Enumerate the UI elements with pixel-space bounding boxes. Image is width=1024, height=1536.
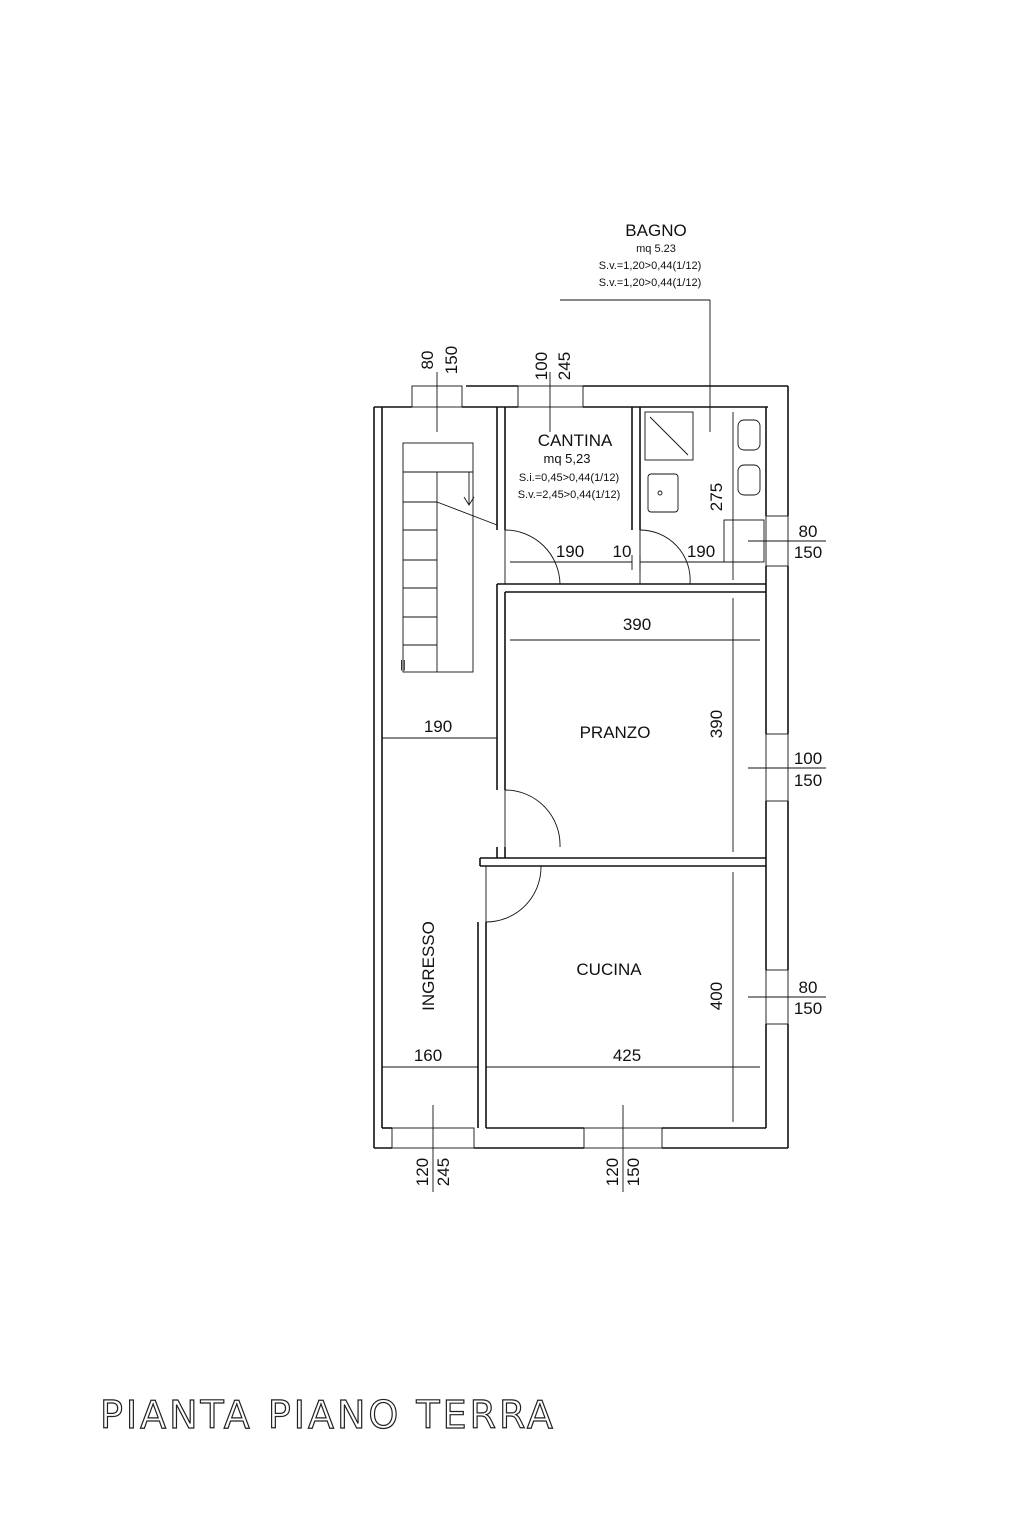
cantina-note-2: S.v.=2,45>0,44(1/12) xyxy=(518,489,621,501)
staircase: || xyxy=(400,442,498,673)
bagno-area: mq 5.23 xyxy=(636,243,676,255)
cucina-label: CUCINA xyxy=(576,960,642,979)
outer-walls xyxy=(373,385,789,1149)
dimension-lines xyxy=(382,299,826,1192)
drawing-title: PIANTA PIANO TERRA xyxy=(100,1393,556,1437)
opening-right-pranzo-width: 100 xyxy=(794,749,822,768)
cantina-label: CANTINA xyxy=(538,431,613,450)
dim-cantina-width: 190 xyxy=(556,542,584,561)
dim-corridor-width: 190 xyxy=(424,717,452,736)
bathroom-fixtures xyxy=(644,411,765,563)
dimension-labels: 190 10 190 275 390 390 190 160 425 400 8… xyxy=(413,346,822,1186)
dim-bagno-height: 275 xyxy=(707,483,726,511)
dim-pranzo-height: 390 xyxy=(707,710,726,738)
dim-cucina-height: 400 xyxy=(707,982,726,1010)
cantina-note-1: S.i.=0,45>0,44(1/12) xyxy=(519,472,619,484)
room-labels: BAGNO mq 5.23 S.v.=1,20>0,44(1/12) S.v.=… xyxy=(419,221,701,1011)
opening-bottom-left-width: 120 xyxy=(413,1158,432,1186)
opening-top-left-height: 150 xyxy=(442,346,461,374)
opening-top-left-width: 80 xyxy=(418,351,437,370)
cantina-area: mq 5,23 xyxy=(544,451,591,466)
dim-bagno-width: 190 xyxy=(687,542,715,561)
ingresso-label: INGRESSO xyxy=(419,921,438,1011)
opening-bottom-mid-height: 150 xyxy=(624,1158,643,1186)
opening-top-mid-width: 100 xyxy=(532,352,551,380)
bagno-note-2: S.v.=1,20>0,44(1/12) xyxy=(599,277,702,289)
stair-mark: || xyxy=(400,659,406,671)
bagno-note-1: S.v.=1,20>0,44(1/12) xyxy=(599,260,702,272)
dim-cucina-width: 425 xyxy=(613,1046,641,1065)
opening-bottom-left-height: 245 xyxy=(434,1158,453,1186)
opening-right-bagno-width: 80 xyxy=(799,522,818,541)
opening-top-mid-height: 245 xyxy=(555,352,574,380)
opening-right-bagno-height: 150 xyxy=(794,543,822,562)
dim-gap: 10 xyxy=(613,542,632,561)
dim-ingresso-width: 160 xyxy=(414,1046,442,1065)
bagno-label: BAGNO xyxy=(625,221,686,240)
pranzo-label: PRANZO xyxy=(580,723,651,742)
opening-bottom-mid-width: 120 xyxy=(603,1158,622,1186)
opening-right-pranzo-height: 150 xyxy=(794,771,822,790)
opening-right-cucina-height: 150 xyxy=(794,999,822,1018)
opening-right-cucina-width: 80 xyxy=(799,978,818,997)
interior-walls xyxy=(477,407,766,1128)
dim-pranzo-width: 390 xyxy=(623,615,651,634)
